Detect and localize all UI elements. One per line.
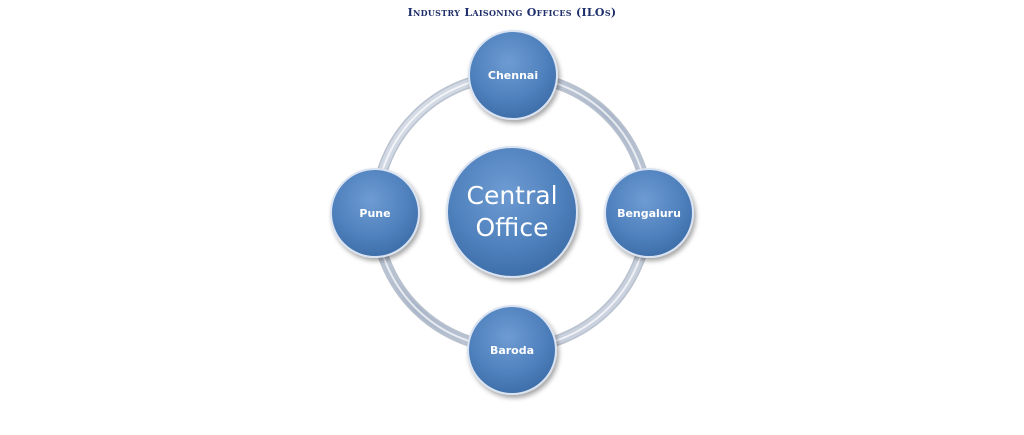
office-node-pune: Pune — [330, 168, 420, 258]
central-office-label-line2: Office — [476, 213, 549, 242]
office-node-baroda: Baroda — [467, 305, 557, 395]
page-title: Industry Laisoning Offices (ILOs) — [407, 6, 617, 19]
central-office-label-line1: Central — [466, 181, 557, 210]
office-label-baroda: Baroda — [490, 344, 534, 357]
office-node-chennai: Chennai — [468, 30, 558, 120]
central-office-node: Central Office — [446, 146, 578, 278]
office-label-bengaluru: Bengaluru — [617, 207, 681, 220]
office-label-pune: Pune — [359, 207, 390, 220]
office-label-chennai: Chennai — [488, 69, 538, 82]
office-node-bengaluru: Bengaluru — [604, 168, 694, 258]
